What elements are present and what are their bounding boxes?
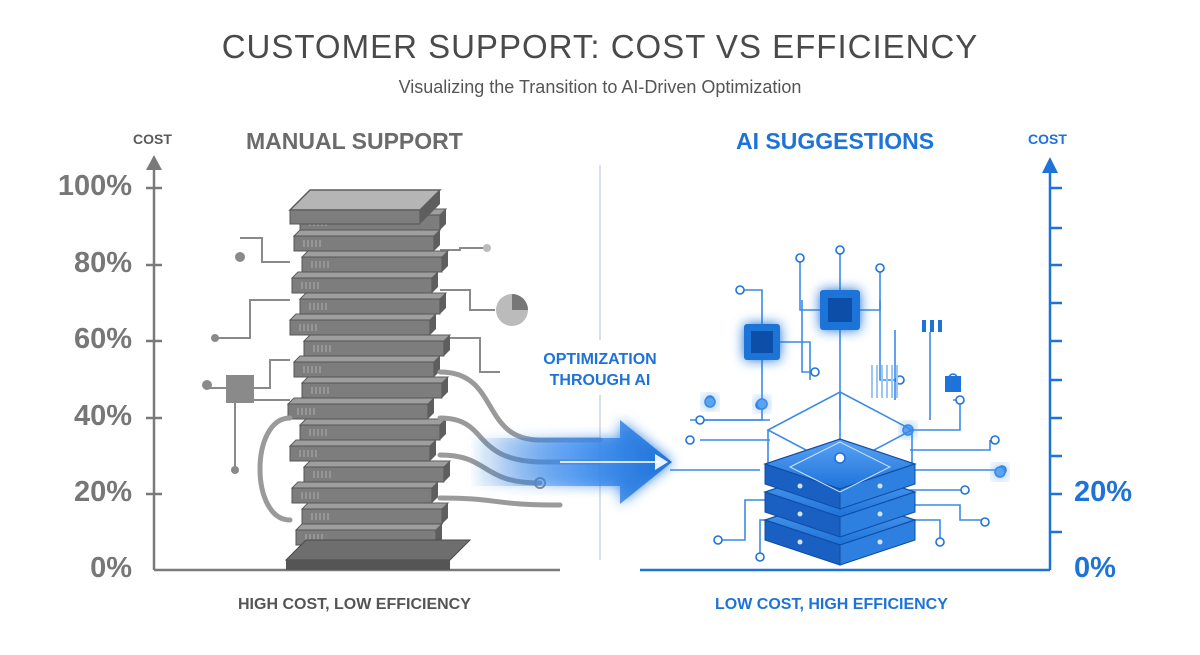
server-unit bbox=[292, 229, 442, 252]
left-axis-arrowhead bbox=[146, 155, 162, 170]
ai-server-stack bbox=[763, 391, 917, 566]
ai-chip-small bbox=[945, 376, 961, 392]
ai-chip-large bbox=[820, 290, 860, 330]
right-tick-0: 0% bbox=[1074, 552, 1116, 584]
circuit-node bbox=[713, 535, 723, 545]
circuit-trace bbox=[700, 360, 763, 421]
manual-chip-square bbox=[226, 375, 254, 403]
circuit-node bbox=[695, 415, 705, 425]
right-tick-20: 20% bbox=[1074, 476, 1133, 508]
circuit-node bbox=[935, 537, 945, 547]
right-axis-label: COST bbox=[1028, 131, 1067, 147]
circuit-node bbox=[960, 485, 970, 495]
circuit-trace bbox=[740, 289, 763, 324]
circuit-node bbox=[735, 285, 745, 295]
server-unit bbox=[290, 481, 440, 504]
server-unit bbox=[288, 313, 438, 336]
server-unit bbox=[298, 292, 448, 315]
glow-node bbox=[994, 466, 1006, 478]
glow-node bbox=[704, 396, 716, 408]
manual-caption: HIGH COST, LOW EFFICIENCY bbox=[238, 596, 471, 613]
circuit-node bbox=[795, 253, 805, 263]
left-tick-100: 100% bbox=[57, 170, 132, 202]
left-tick-80: 80% bbox=[73, 247, 132, 279]
right-axis-arrowhead bbox=[1042, 157, 1058, 173]
server-unit bbox=[292, 355, 442, 378]
circuit-node bbox=[810, 367, 820, 377]
server-unit bbox=[302, 334, 452, 357]
manual-support-title: MANUAL SUPPORT bbox=[246, 128, 463, 154]
left-tick-40: 40% bbox=[73, 400, 132, 432]
server-unit bbox=[290, 271, 440, 294]
server-unit bbox=[300, 502, 450, 525]
circuit-trace bbox=[910, 519, 941, 540]
circuit-node bbox=[875, 263, 885, 273]
circuit-node bbox=[980, 517, 990, 527]
manual-wire-nodes bbox=[202, 244, 491, 474]
manual-server-stack bbox=[284, 189, 472, 570]
server-unit bbox=[300, 250, 450, 273]
optimization-arrow bbox=[470, 420, 672, 504]
pie-chart-icon bbox=[496, 294, 528, 326]
page-subtitle: Visualizing the Transition to AI-Driven … bbox=[398, 77, 802, 97]
left-axis-label: COST bbox=[133, 131, 172, 147]
circuit-node bbox=[835, 245, 845, 255]
left-tick-0: 0% bbox=[90, 552, 132, 584]
right-cost-axis bbox=[640, 170, 1062, 572]
optimization-label: OPTIMIZATION THROUGH AI bbox=[520, 349, 680, 391]
circuit-node bbox=[990, 435, 1000, 445]
ai-chip-left bbox=[744, 324, 780, 360]
circuit-trace bbox=[860, 270, 881, 311]
server-unit bbox=[300, 376, 450, 399]
ai-resistors bbox=[922, 320, 942, 332]
circuit-node bbox=[755, 552, 765, 562]
server-unit bbox=[302, 460, 452, 483]
ai-circuit-lines bbox=[670, 245, 1007, 562]
optimization-label-line2: THROUGH AI bbox=[549, 372, 651, 389]
ai-suggestions-title: AI SUGGESTIONS bbox=[736, 128, 935, 154]
left-tick-20: 20% bbox=[73, 476, 132, 508]
server-unit bbox=[288, 439, 438, 462]
circuit-trace bbox=[910, 504, 985, 521]
server-unit bbox=[298, 418, 448, 441]
optimization-label-line1: OPTIMIZATION bbox=[543, 351, 657, 368]
circuit-trace bbox=[910, 399, 961, 431]
page-title: CUSTOMER SUPPORT: COST VS EFFICIENCY bbox=[221, 28, 979, 65]
circuit-trace bbox=[799, 260, 820, 311]
ai-caption: LOW COST, HIGH EFFICIENCY bbox=[715, 596, 948, 613]
glow-node bbox=[756, 398, 768, 410]
circuit-trace bbox=[780, 341, 811, 380]
circuit-node bbox=[685, 435, 695, 445]
circuit-trace bbox=[718, 499, 770, 541]
circuit-trace bbox=[879, 300, 900, 381]
circuit-trace bbox=[910, 440, 991, 451]
server-unit bbox=[286, 397, 436, 420]
left-tick-60: 60% bbox=[73, 323, 132, 355]
circuit-node bbox=[955, 395, 965, 405]
